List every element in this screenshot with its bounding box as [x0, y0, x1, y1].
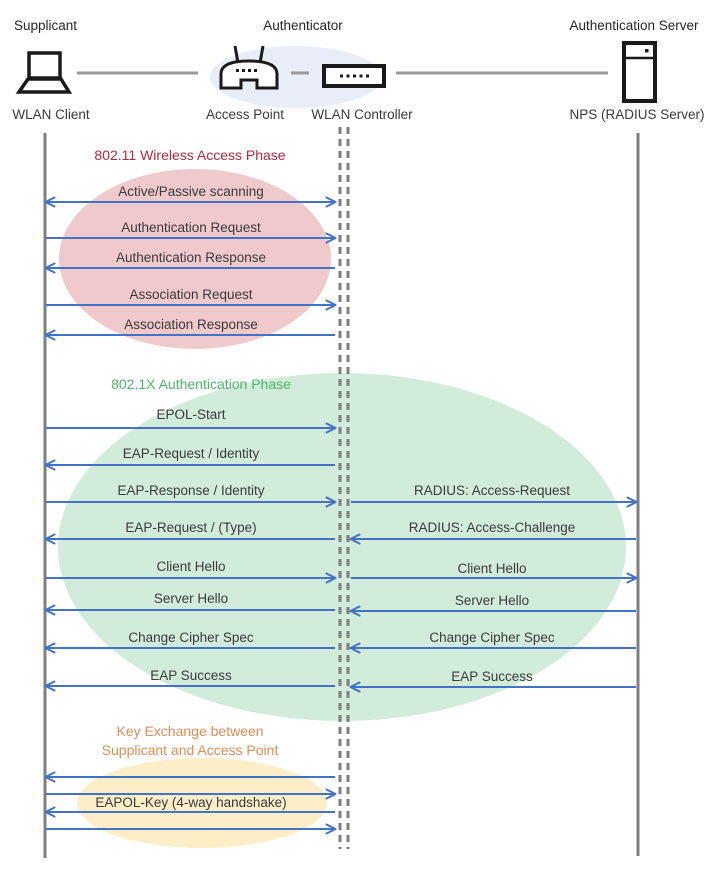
message-label: Change Cipher Spec [429, 630, 555, 645]
phase-title-key-exchange: Key Exchange between Supplicant and Acce… [102, 722, 279, 760]
message-label: EAP-Response / Identity [117, 483, 265, 498]
message-label: Client Hello [457, 561, 527, 576]
message-label: RADIUS: Access-Request [413, 483, 571, 498]
message-label: Association Response [124, 317, 258, 332]
role-authenticator: Authenticator [263, 18, 343, 33]
message-label: Client Hello [156, 559, 226, 574]
message-label: EAP Success [150, 668, 232, 683]
message-label: Association Request [129, 287, 253, 302]
message-label: EAP-Request / Identity [122, 446, 260, 461]
message-label: EAP-Request / (Type) [125, 520, 257, 535]
message-label: EPOL-Start [156, 407, 226, 422]
phase-title-wireless-access: 802.11 Wireless Access Phase [94, 147, 286, 163]
message-label: RADIUS: Access-Challenge [408, 520, 576, 535]
message-label: Server Hello [454, 593, 530, 608]
wlan-controller-icon [322, 64, 386, 88]
laptop-icon [15, 51, 73, 94]
device-label-access-point: Access Point [205, 107, 285, 122]
message-label: EAPOL-Key (4-way handshake) [95, 795, 287, 810]
lifelines [43, 127, 640, 858]
device-label-nps: NPS (RADIUS Server) [569, 107, 705, 122]
message-label: EAP Success [451, 669, 533, 684]
message-label: Server Hello [153, 591, 229, 606]
phase-title-key-exchange-line2: Supplicant and Access Point [101, 742, 279, 758]
key-exchange-phase-ellipse [77, 758, 327, 848]
message-label: Active/Passive scanning [118, 184, 264, 199]
phase-title-dot1x: 802.1X Authentication Phase [111, 376, 291, 392]
device-label-wlan-client: WLAN Client [12, 107, 90, 122]
device-label-wlan-controller: WLAN Controller [311, 107, 413, 122]
access-point-icon [219, 45, 279, 90]
message-label: Authentication Response [115, 250, 267, 265]
phase-title-key-exchange-line1: Key Exchange between [116, 723, 264, 739]
message-arrows [44, 196, 638, 835]
message-label: Authentication Request [121, 220, 261, 235]
server-icon [622, 41, 657, 103]
role-authentication-server: Authentication Server [569, 18, 699, 33]
message-label: Change Cipher Spec [128, 630, 254, 645]
role-supplicant: Supplicant [14, 18, 78, 33]
dot1x-phase-ellipse [58, 373, 626, 721]
